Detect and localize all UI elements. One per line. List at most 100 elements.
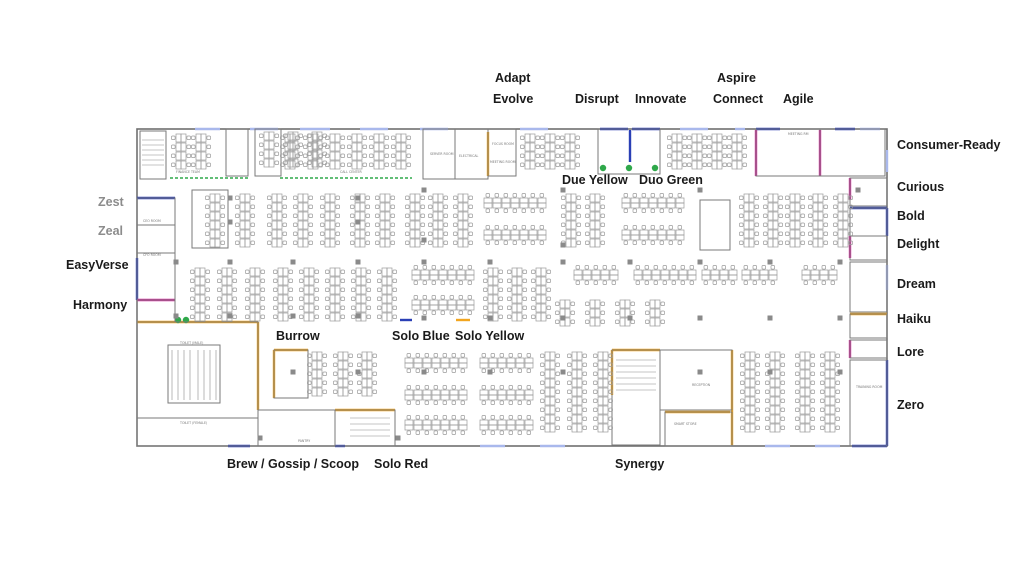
svg-text:SERVER ROOM: SERVER ROOM [430,152,454,156]
desk [829,387,836,397]
chair [727,144,732,149]
desk [254,285,261,295]
desk [214,220,221,230]
desk [817,193,824,203]
chair [682,153,687,158]
chair [390,222,395,227]
chair [615,319,620,324]
chair [307,142,312,147]
chair [540,398,545,403]
chair [308,213,313,218]
desk [289,160,296,170]
desk [400,133,407,143]
desk [570,229,577,239]
chair [823,240,828,245]
chair [540,353,545,358]
chair [372,362,377,367]
chair [340,135,345,140]
desk [748,202,755,212]
chair [780,425,785,430]
chair [727,153,732,158]
desk [449,424,459,431]
desk [308,303,315,313]
chair [453,231,458,236]
chair [575,135,580,140]
chair [468,231,473,236]
desk [829,405,836,415]
chair [585,231,590,236]
chair [171,153,176,158]
column [487,259,493,265]
chair [608,371,613,376]
chair [653,265,658,270]
chair [420,213,425,218]
desk [400,160,407,170]
chair [191,162,196,167]
chair [442,430,447,435]
chair [322,380,327,385]
desk [289,133,296,143]
chair [490,430,495,435]
chair [507,287,512,292]
chair [171,135,176,140]
desk [510,202,520,209]
chair [778,222,783,227]
desk [736,160,743,170]
chair [490,400,495,405]
desk [524,394,534,401]
chair [755,398,760,403]
chair [282,195,287,200]
chair [582,416,587,421]
desk [386,303,393,313]
desk [316,158,323,168]
chair [540,425,545,430]
chair [810,371,815,376]
chair [531,287,536,292]
chair [299,287,304,292]
chair [406,415,411,420]
chair [171,162,176,167]
chair [190,305,195,310]
chair [322,160,327,165]
chair [659,240,664,245]
desk [308,285,315,295]
chair [451,430,456,435]
chair [232,269,237,274]
chair [205,204,210,209]
chair [460,385,465,390]
room-label-evolve: Evolve [493,92,534,106]
chair [483,278,488,283]
chair [335,240,340,245]
chair [267,222,272,227]
chair [830,280,835,285]
chair [540,162,545,167]
desk [810,274,820,281]
desk [180,133,187,143]
desk [842,220,849,230]
chair [763,195,768,200]
chair [632,240,637,245]
desk [302,211,309,221]
chair [808,240,813,245]
column [697,187,703,193]
chair [722,144,727,149]
desk [449,362,459,369]
desk [774,414,781,424]
chair [800,240,805,245]
chair [468,204,473,209]
chair [593,265,598,270]
chair [424,385,429,390]
desk [804,387,811,397]
chair [555,362,560,367]
desk [602,351,609,361]
chair [555,398,560,403]
desk [842,202,849,212]
chair [460,353,465,358]
chair [540,144,545,149]
chair [372,389,377,394]
desk [594,193,601,203]
desk [794,229,801,239]
chair [190,287,195,292]
chair [186,153,191,158]
chair [835,380,840,385]
